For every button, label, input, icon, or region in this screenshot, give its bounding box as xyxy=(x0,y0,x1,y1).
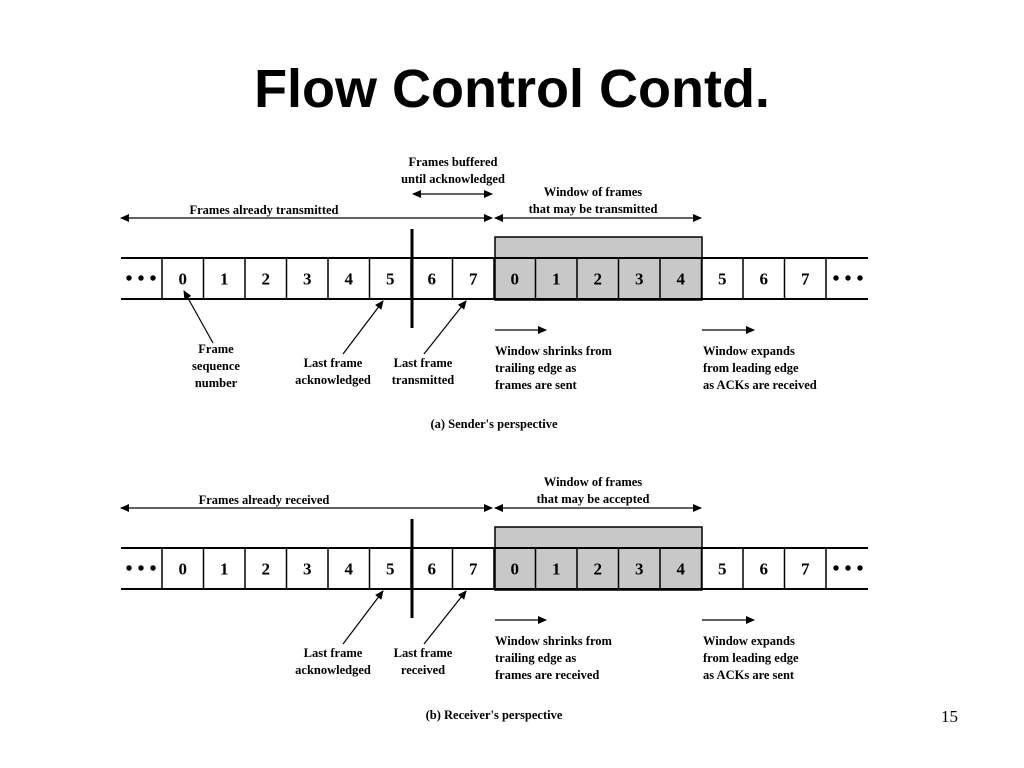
receiver-frame-number: 5 xyxy=(718,560,727,579)
receiver-frame-number: 1 xyxy=(552,560,561,579)
frames-buffered-label-2: until acknowledged xyxy=(401,172,505,186)
last-transmitted-label-1: Last frame xyxy=(394,356,453,370)
sender-expand-label-2: from leading edge xyxy=(703,361,799,375)
frame-seq-label-3: number xyxy=(195,376,238,390)
sender-window-box xyxy=(494,236,703,301)
receiver-frame-number: 6 xyxy=(760,560,769,579)
sender-frame-number: 7 xyxy=(801,270,810,289)
receiver-frame-number: 4 xyxy=(677,560,686,579)
sender-frame-number: 5 xyxy=(386,270,395,289)
receiver-right-ellipsis: • • • xyxy=(832,558,863,580)
sender-expand-label-1: Window expands xyxy=(703,344,795,358)
receiver-frame-cells: 0 1 2 3 4 5 6 7 0 1 2 3 4 5 6 7 xyxy=(161,548,827,589)
slide-title: Flow Control Contd. xyxy=(254,59,770,119)
sender-shrink-label-3: frames are sent xyxy=(495,378,578,392)
sender-frame-number: 4 xyxy=(345,270,354,289)
receiver-frame-number: 3 xyxy=(303,560,312,579)
sender-frame-number: 5 xyxy=(718,270,727,289)
sender-last-ack-label-2: acknowledged xyxy=(295,373,371,387)
receiver-window-label-1: Window of frames xyxy=(544,475,643,489)
sender-caption: (a) Sender's perspective xyxy=(430,417,558,431)
frame-seq-label-1: Frame xyxy=(198,342,234,356)
sender-expand-label-3: as ACKs are received xyxy=(703,378,817,392)
frames-buffered-label-1: Frames buffered xyxy=(409,155,498,169)
receiver-shrink-label-3: frames are received xyxy=(495,668,599,682)
sender-frame-number: 0 xyxy=(511,270,520,289)
sender-window-label-1: Window of frames xyxy=(544,185,643,199)
receiver-last-ack-label-1: Last frame xyxy=(304,646,363,660)
receiver-frame-number: 5 xyxy=(386,560,395,579)
receiver-frame-number: 2 xyxy=(594,560,603,579)
receiver-frame-number: 4 xyxy=(345,560,354,579)
sender-frame-number: 1 xyxy=(552,270,561,289)
receiver-expand-label-1: Window expands xyxy=(703,634,795,648)
receiver-frame-number: 2 xyxy=(262,560,271,579)
receiver-frame-number: 3 xyxy=(635,560,644,579)
receiver-frame-number: 1 xyxy=(220,560,229,579)
frame-seq-label-2: sequence xyxy=(192,359,240,373)
receiver-frame-number: 6 xyxy=(428,560,437,579)
receiver-left-ellipsis: • • • xyxy=(125,558,156,580)
receiver-window-box xyxy=(494,526,703,591)
receiver-caption: (b) Receiver's perspective xyxy=(426,708,563,722)
last-received-label-2: received xyxy=(401,663,445,677)
receiver-frame-number: 7 xyxy=(469,560,478,579)
frame-seq-pointer-arrow xyxy=(183,290,214,344)
last-transmitted-pointer-arrow xyxy=(423,300,467,355)
last-transmitted-label-2: transmitted xyxy=(392,373,455,387)
sender-frame-number: 7 xyxy=(469,270,478,289)
receiver-last-ack-pointer-arrow xyxy=(342,590,384,645)
sender-frame-number: 2 xyxy=(262,270,271,289)
frames-already-received-label: Frames already received xyxy=(199,493,330,507)
sender-frame-number: 6 xyxy=(428,270,437,289)
receiver-expand-label-2: from leading edge xyxy=(703,651,799,665)
sender-window-label-2: that may be transmitted xyxy=(529,202,658,216)
last-received-pointer-arrow xyxy=(423,590,467,645)
sender-diagram: Frames buffered until acknowledged Windo… xyxy=(120,155,868,431)
last-received-label-1: Last frame xyxy=(394,646,453,660)
receiver-frame-number: 0 xyxy=(179,560,188,579)
receiver-window-label-2: that may be accepted xyxy=(537,492,650,506)
sender-frame-number: 3 xyxy=(303,270,312,289)
receiver-frame-number: 7 xyxy=(801,560,810,579)
sender-shrink-label-2: trailing edge as xyxy=(495,361,576,375)
sender-frame-number: 4 xyxy=(677,270,686,289)
receiver-diagram: Window of frames that may be accepted Fr… xyxy=(120,475,868,722)
sender-frame-number: 3 xyxy=(635,270,644,289)
slide-number: 15 xyxy=(941,707,958,726)
sender-frame-number: 2 xyxy=(594,270,603,289)
frames-already-transmitted-label: Frames already transmitted xyxy=(189,203,338,217)
receiver-expand-label-3: as ACKs are sent xyxy=(703,668,795,682)
receiver-shrink-label-2: trailing edge as xyxy=(495,651,576,665)
sender-last-ack-label-1: Last frame xyxy=(304,356,363,370)
sender-shrink-label-1: Window shrinks from xyxy=(495,344,613,358)
receiver-frame-number: 0 xyxy=(511,560,520,579)
sender-frame-number: 1 xyxy=(220,270,229,289)
receiver-last-ack-label-2: acknowledged xyxy=(295,663,371,677)
sender-frame-number: 6 xyxy=(760,270,769,289)
sender-frame-cells: 0 1 2 3 4 5 6 7 0 1 2 3 4 5 6 7 xyxy=(161,258,827,299)
sender-right-ellipsis: • • • xyxy=(832,268,863,290)
sender-frame-number: 0 xyxy=(179,270,188,289)
sender-left-ellipsis: • • • xyxy=(125,268,156,290)
last-ack-pointer-arrow xyxy=(342,300,384,355)
receiver-shrink-label-1: Window shrinks from xyxy=(495,634,613,648)
